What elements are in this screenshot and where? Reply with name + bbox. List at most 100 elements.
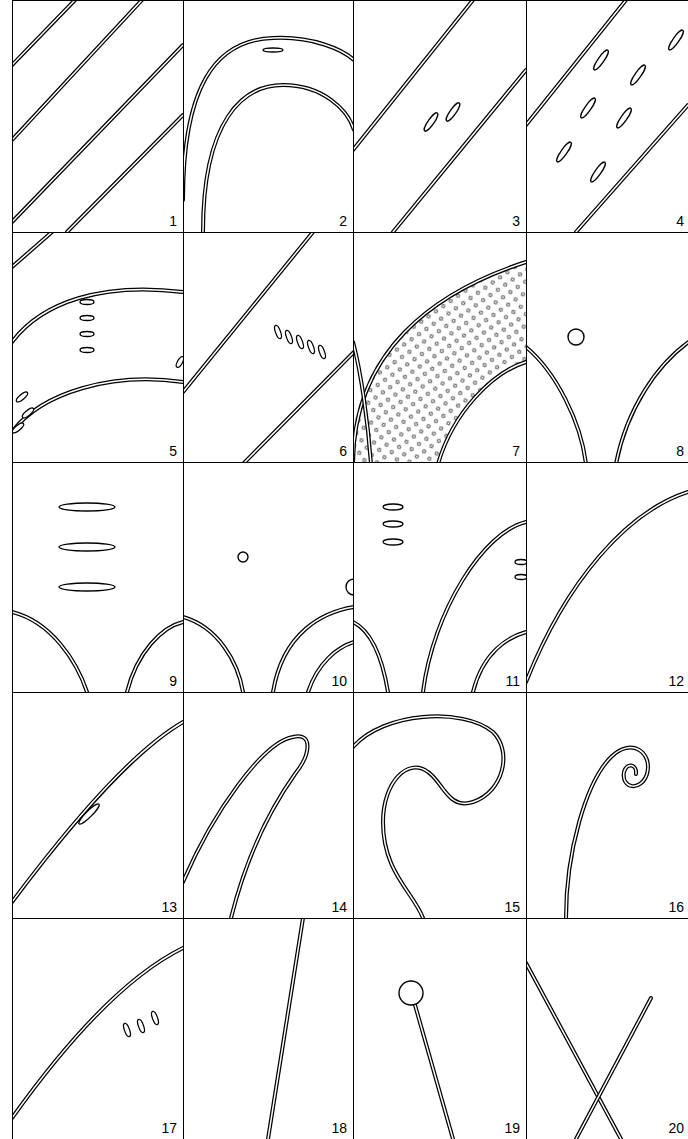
outline-line [12,948,183,1118]
slit-mark [136,1019,145,1034]
panel-drawing [526,492,688,682]
outline-line-inner [353,342,371,463]
circle-mark [568,329,584,345]
slit-mark [589,160,608,183]
outline-line [576,105,688,232]
panel-box: 11 [353,462,527,693]
outline-line [12,232,52,267]
slit-mark [592,48,611,71]
panel-box: 9 [12,462,184,693]
outline-line [12,45,183,222]
outline-line [438,362,526,463]
panel-drawing [353,0,526,232]
outline-line-inner [12,0,75,65]
outline-line-inner [273,607,354,692]
outline-line [526,347,586,463]
circle-mark [238,552,248,562]
panel-box: 16 [526,692,688,919]
slit-mark [273,325,282,340]
panel-drawing [12,503,183,692]
panel-number: 11 [504,674,521,689]
panel-drawing [399,981,453,1139]
outline-line-inner [183,617,243,692]
outline-line-inner [12,379,183,432]
outline-line-inner [526,0,626,125]
outline-line-inner [243,352,354,463]
panel-box: 1 [12,0,184,233]
outline-line-inner [127,622,183,692]
panel-number: 5 [168,444,178,459]
outline-line [12,0,75,65]
slit-mark [317,345,326,360]
panel-drawing [526,963,651,1139]
panel-drawing [12,722,183,902]
outline-line [12,289,183,342]
panel-drawing [183,736,308,918]
slit-mark [122,1023,131,1038]
outline-line-inner [308,642,354,692]
outline-line [526,0,626,125]
outline-line-inner [415,1005,453,1139]
panel-drawing [353,262,526,464]
slit-mark [383,539,403,545]
panel-number: 8 [675,444,685,459]
outline-line [576,998,651,1139]
outline-line-inner [268,918,303,1139]
circle-mark [399,981,423,1005]
slit-mark [77,802,101,826]
outline-line-inner [12,232,52,267]
panel-drawing [353,504,527,692]
outline-line [423,522,526,692]
outline-line-inner [353,262,526,463]
outline-line-inner [203,85,354,232]
outline-line-inner [423,522,526,692]
panel-drawing [183,232,354,464]
panel-box: 14 [183,692,354,919]
outline-line [353,0,473,150]
outline-line-inner [67,115,183,232]
slit-mark [383,504,403,510]
panel-drawing [183,552,362,692]
panel-box: 5 [12,232,184,463]
panel-number: 15 [503,900,521,915]
panel-box: 6 [183,232,354,463]
panel-box: 3 [353,0,527,233]
slit-mark [80,332,94,337]
slit-mark [59,583,115,591]
outline-line-inner [353,716,503,918]
outline-line-inner [576,998,651,1139]
slit-mark [295,335,304,350]
outline-line [67,115,183,232]
outline-line [12,612,87,692]
panel-drawing [12,948,183,1118]
outline-line-inner [576,105,688,232]
outline-line-inner [183,232,313,392]
slit-mark [615,106,634,129]
panel-number: 1 [168,214,178,229]
outline-line [353,342,371,463]
slit-mark [579,96,598,119]
outline-line [415,1005,453,1139]
slit-mark [80,316,94,321]
panel-box: 15 [353,692,527,919]
outline-line-inner [616,337,688,463]
panel-box: 19 [353,918,527,1139]
outline-line [127,622,183,692]
outline-line-inner [12,722,183,902]
panel-drawing [353,716,503,918]
outline-line-inner [526,492,688,682]
outline-line [308,642,354,692]
panel-drawing [268,918,303,1139]
outline-line [183,736,308,918]
slit-mark [263,48,283,52]
outline-line [243,352,354,463]
outline-line [12,0,142,140]
outline-line-inner [393,70,526,232]
slit-mark [383,521,403,527]
panel-number: 9 [168,674,178,689]
slit-mark [284,330,293,345]
panel-number: 17 [160,1121,178,1136]
outline-line-inner [566,748,648,918]
panel-number: 3 [511,214,521,229]
slit-mark [629,63,648,86]
